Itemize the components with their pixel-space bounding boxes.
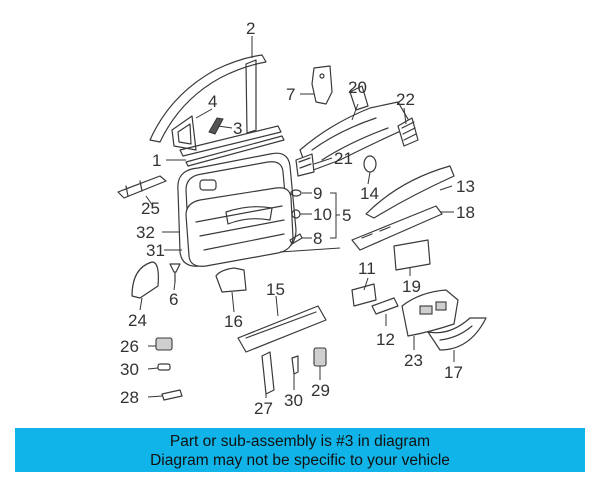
callout-4: 4 bbox=[208, 92, 217, 111]
part-3-seal bbox=[208, 117, 224, 135]
callout-30-left: 30 bbox=[120, 360, 139, 379]
part-15-armrest bbox=[237, 305, 327, 353]
part-29-switch bbox=[313, 347, 327, 367]
callout-31: 31 bbox=[146, 241, 165, 260]
callout-18: 18 bbox=[456, 203, 475, 222]
leader-lines bbox=[139, 36, 455, 398]
callout-labels: 1 2 3 4 5 6 7 8 9 10 11 12 13 14 15 16 1… bbox=[120, 19, 475, 418]
part-13-panel bbox=[365, 165, 455, 219]
callout-6: 6 bbox=[169, 290, 178, 309]
callout-25: 25 bbox=[141, 199, 160, 218]
callout-22: 22 bbox=[396, 90, 415, 109]
callout-29: 29 bbox=[311, 381, 330, 400]
callout-14: 14 bbox=[360, 184, 379, 203]
part-4-mirror-trim bbox=[171, 115, 197, 151]
part-23-switch-panel bbox=[401, 289, 459, 337]
part-11-switch-bezel bbox=[351, 283, 377, 307]
callout-19: 19 bbox=[402, 277, 421, 296]
callout-12: 12 bbox=[376, 330, 395, 349]
callout-32: 32 bbox=[136, 223, 155, 242]
part-22-vent bbox=[397, 117, 419, 147]
part-12-switch bbox=[371, 297, 399, 315]
callout-15: 15 bbox=[266, 280, 285, 299]
part-9-fastener bbox=[290, 189, 302, 197]
callout-3: 3 bbox=[233, 119, 242, 138]
callout-16: 16 bbox=[224, 312, 243, 331]
callout-11: 11 bbox=[358, 259, 376, 278]
part-2-pillar-molding bbox=[149, 54, 267, 143]
part-26-clip bbox=[155, 337, 173, 351]
callout-30-bottom: 30 bbox=[284, 391, 303, 410]
callout-27: 27 bbox=[254, 399, 273, 418]
part-6-clip bbox=[169, 263, 181, 283]
callout-1: 1 bbox=[152, 151, 161, 170]
callout-20: 20 bbox=[348, 78, 367, 97]
part-18-armrest-trim bbox=[351, 205, 443, 251]
part-27-trim bbox=[261, 351, 275, 395]
part-19-pocket bbox=[393, 239, 431, 271]
callout-21: 21 bbox=[334, 149, 353, 168]
callout-10: 10 bbox=[313, 205, 332, 224]
callout-23: 23 bbox=[404, 351, 423, 370]
banner-line-2: Diagram may not be specific to your vehi… bbox=[150, 452, 450, 469]
callout-26: 26 bbox=[120, 337, 139, 356]
part-24-mirror-cover bbox=[131, 261, 159, 299]
info-banner: Part or sub-assembly is #3 in diagram Di… bbox=[15, 428, 585, 472]
callout-8: 8 bbox=[313, 229, 322, 248]
callout-24: 24 bbox=[128, 311, 147, 330]
callout-2: 2 bbox=[246, 19, 255, 38]
part-16-speaker-grille bbox=[215, 267, 247, 293]
part-1-belt-molding bbox=[179, 125, 285, 167]
part-14-tweeter bbox=[363, 155, 377, 173]
callout-13: 13 bbox=[456, 177, 475, 196]
part-25-trim-strip bbox=[117, 175, 167, 199]
part-28-pad bbox=[161, 389, 183, 401]
part-7-bracket bbox=[311, 65, 333, 105]
callout-5: 5 bbox=[342, 206, 351, 225]
part-30-bolt bbox=[157, 363, 171, 371]
callout-7: 7 bbox=[286, 85, 295, 104]
part-17-handle-trim bbox=[427, 317, 487, 351]
door-panel-assembly bbox=[177, 152, 297, 267]
callout-17: 17 bbox=[444, 363, 463, 382]
callout-28: 28 bbox=[120, 388, 139, 407]
part-30-bolt-b bbox=[291, 355, 299, 375]
part-21-small-vent bbox=[295, 153, 315, 177]
callout-9: 9 bbox=[313, 184, 322, 203]
banner-line-1: Part or sub-assembly is #3 in diagram bbox=[169, 433, 431, 450]
